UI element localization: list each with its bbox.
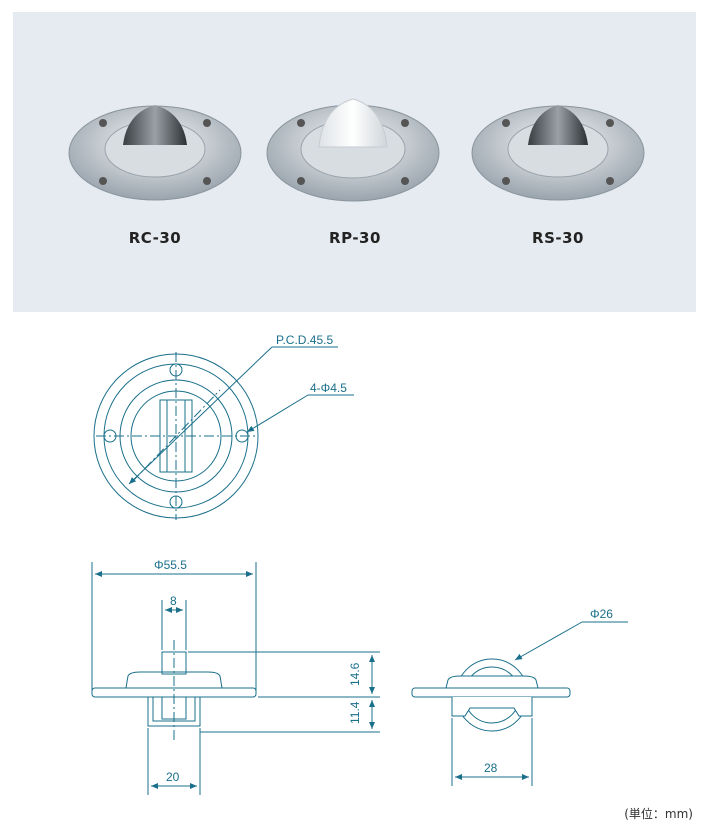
holes-label: 4-Φ4.5	[310, 381, 347, 395]
product-model-label: RC-30	[128, 229, 182, 247]
wheel-diameter-label: Φ26	[590, 607, 613, 621]
product-model-label: RP-30	[329, 229, 381, 247]
side-view	[411, 621, 628, 786]
height-below-label: 11.4	[348, 701, 362, 724]
product-model-label: RS-30	[532, 229, 584, 247]
bracket-width-label: 20	[166, 770, 180, 784]
product-rp30: RP-30	[265, 83, 445, 273]
flange-diameter-label: Φ55.5	[154, 558, 187, 572]
caster-illustration-rc30	[68, 105, 242, 201]
caster-illustration-rs30	[471, 105, 645, 201]
product-rs30: RS-30	[468, 83, 648, 273]
pcd-label: P.C.D.45.5	[276, 333, 333, 347]
wheel-width-label: 8	[170, 594, 177, 608]
unit-label: (単位：mm)	[624, 807, 693, 821]
product-rc30: RC-30	[65, 83, 245, 273]
top-view	[93, 346, 354, 520]
height-above-label: 14.6	[348, 662, 362, 686]
caster-illustration-rp30	[266, 98, 440, 202]
side-width-label: 28	[484, 761, 498, 775]
front-view	[91, 562, 380, 795]
